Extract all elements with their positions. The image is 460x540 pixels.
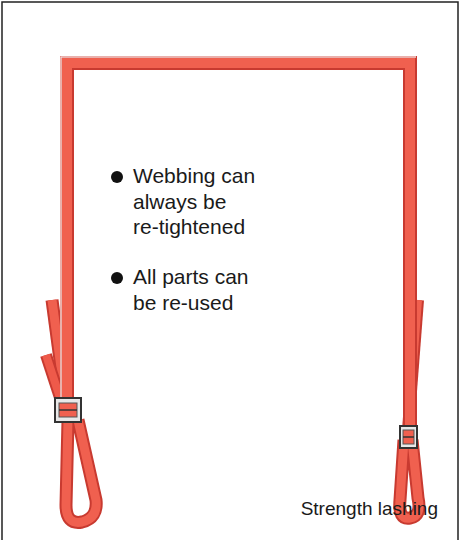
buckle [55,398,81,422]
feature-note: Webbing can always be re-tightened [133,163,257,240]
webbing-strap [46,57,419,522]
bullet-dot [111,171,123,183]
buckle [400,426,417,448]
caption-text: Strength lashing [301,497,438,520]
feature-note: All parts can be re-used [133,264,257,315]
bullet-dot [111,272,123,284]
